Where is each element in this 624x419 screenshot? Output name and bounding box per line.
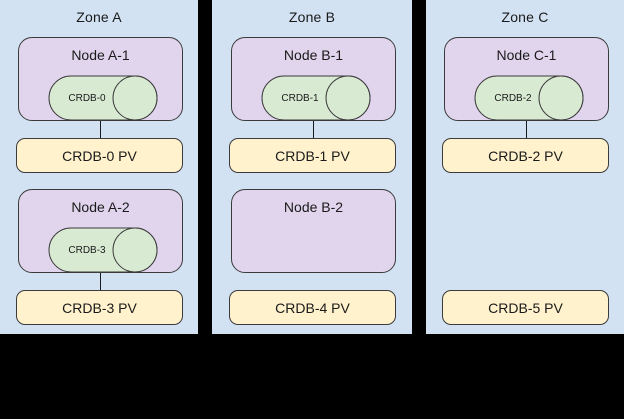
node-b-1: Node B-1 CRDB-1 [231, 37, 396, 121]
cylinder-icon [48, 75, 158, 121]
connector-a-2 [100, 273, 101, 290]
node-a-1: Node A-1 CRDB-0 [18, 37, 183, 121]
zone-b-title: Zone B [288, 9, 336, 25]
pv-crdb-4: CRDB-4 PV [229, 290, 396, 325]
pv-crdb-0-label: CRDB-0 PV [62, 147, 137, 164]
connector-b-1 [313, 121, 314, 138]
connector-a-1 [100, 121, 101, 138]
pod-crdb-2-label: CRDB-2 [494, 92, 532, 104]
pod-crdb-2: CRDB-2 [474, 75, 584, 121]
cylinder-icon [474, 75, 584, 121]
node-b-1-title: Node B-1 [283, 47, 344, 63]
pv-crdb-1-label: CRDB-1 PV [275, 147, 350, 164]
pod-crdb-3: CRDB-3 [48, 227, 158, 273]
pod-crdb-0: CRDB-0 [48, 75, 158, 121]
node-a-2: Node A-2 CRDB-3 [18, 189, 183, 273]
pod-crdb-1: CRDB-1 [261, 75, 371, 121]
zone-b: Zone B Node B-1 CRDB-1 CRDB-1 PV Node B-… [212, 0, 412, 334]
node-b-2: Node B-2 [231, 189, 396, 273]
node-c-1: Node C-1 CRDB-2 [444, 37, 609, 121]
cylinder-icon [48, 227, 158, 273]
pv-crdb-1: CRDB-1 PV [229, 138, 396, 173]
pv-crdb-2-label: CRDB-2 PV [488, 147, 563, 164]
pv-crdb-5-label: CRDB-5 PV [488, 299, 563, 316]
zone-a-title: Zone A [76, 9, 122, 25]
pod-crdb-1-label: CRDB-1 [281, 92, 319, 104]
node-c-1-title: Node C-1 [496, 47, 557, 63]
pv-crdb-3-label: CRDB-3 PV [62, 299, 137, 316]
pv-crdb-5: CRDB-5 PV [442, 290, 609, 325]
pv-crdb-3: CRDB-3 PV [16, 290, 183, 325]
pv-crdb-2: CRDB-2 PV [442, 138, 609, 173]
pv-crdb-0: CRDB-0 PV [16, 138, 183, 173]
connector-c-1 [526, 121, 527, 138]
zone-c: Zone C Node C-1 CRDB-2 CRDB-2 PV CRDB-5 … [426, 0, 624, 334]
zone-c-title: Zone C [501, 9, 549, 25]
pod-crdb-3-label: CRDB-3 [68, 244, 106, 256]
cylinder-icon [261, 75, 371, 121]
pod-crdb-0-label: CRDB-0 [68, 92, 106, 104]
node-b-2-title: Node B-2 [283, 199, 344, 215]
pv-crdb-4-label: CRDB-4 PV [275, 299, 350, 316]
node-a-2-title: Node A-2 [71, 199, 130, 215]
zone-a: Zone A Node A-1 CRDB-0 CRDB-0 PV Node A-… [0, 0, 198, 334]
node-a-1-title: Node A-1 [71, 47, 130, 63]
